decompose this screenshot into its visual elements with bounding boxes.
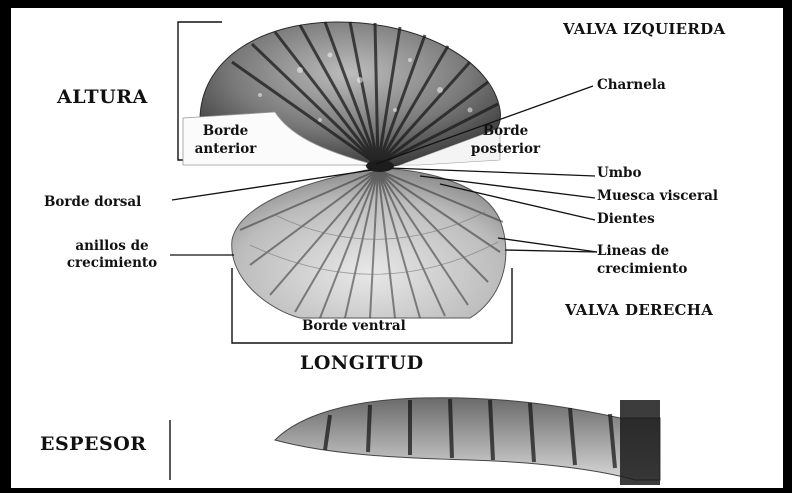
label-anillos-2: crecimiento — [52, 257, 172, 271]
right-valve-shape — [232, 168, 506, 318]
label-muesca-visceral: Muesca visceral — [597, 190, 718, 204]
label-lineas-1: Lineas de — [597, 245, 669, 259]
espesor-dark-edge — [620, 400, 660, 485]
label-umbo: Umbo — [597, 167, 642, 181]
label-longitud: LONGITUD — [300, 354, 424, 373]
label-borde-anterior-2: anterior — [188, 143, 263, 157]
label-lineas-2: crecimiento — [597, 263, 687, 277]
label-borde-anterior-1: Borde — [188, 125, 263, 139]
label-altura: ALTURA — [57, 88, 148, 107]
label-charnela: Charnela — [597, 79, 666, 93]
label-borde-posterior-2: posterior — [458, 143, 553, 157]
label-borde-dorsal: Borde dorsal — [44, 196, 141, 210]
label-espesor: ESPESOR — [40, 435, 147, 454]
label-dientes: Dientes — [597, 213, 655, 227]
label-anillos-1: anillos de — [52, 240, 172, 254]
label-borde-ventral: Borde ventral — [302, 320, 406, 334]
label-valva-derecha: VALVA DERECHA — [565, 303, 713, 318]
label-borde-posterior-1: Borde — [458, 125, 553, 139]
label-valva-izquierda: VALVA IZQUIERDA — [563, 22, 725, 37]
